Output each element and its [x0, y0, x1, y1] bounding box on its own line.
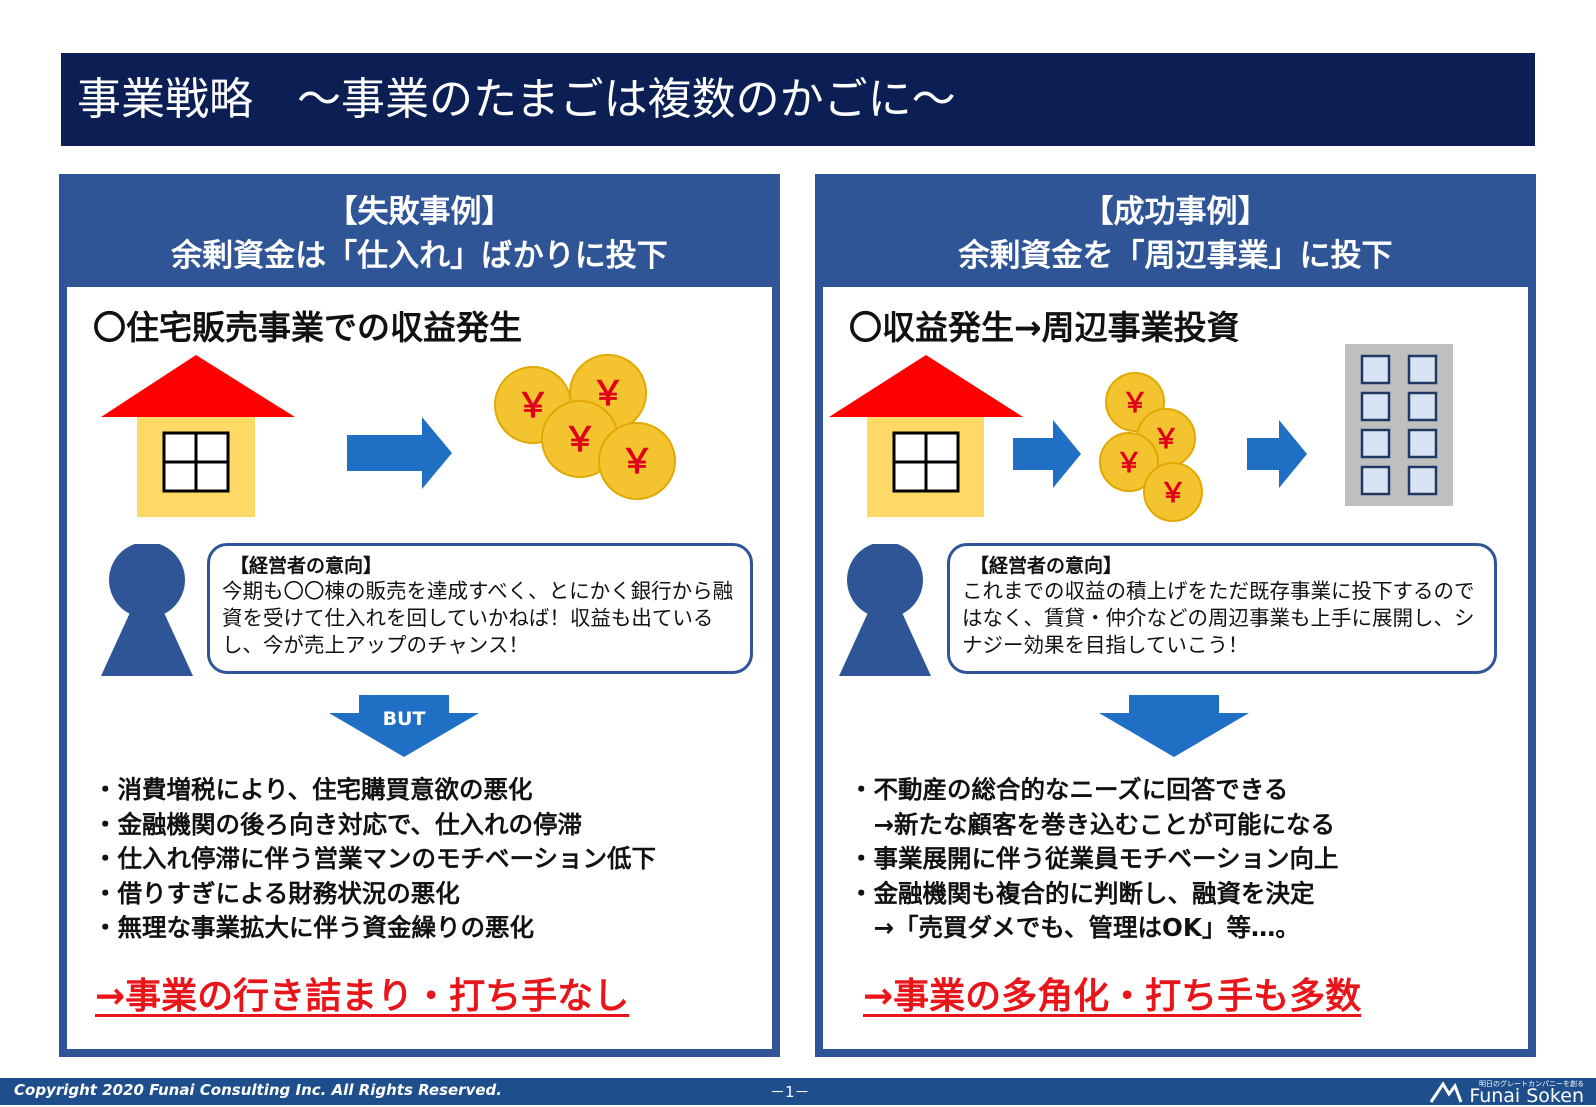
down-arrow-icon: BUT	[329, 695, 479, 757]
logo-name: Funai Soken	[1469, 1084, 1584, 1107]
failure-case-panel: 【失敗事例】 余剰資金は「仕入れ」ばかりに投下 〇住宅販売事業での収益発生 ￥ …	[59, 174, 780, 1057]
list-item: →「売買ダメでも、管理はOK」等…。	[849, 913, 1300, 942]
success-benefits-list: ・不動産の総合的なニーズに回答できる →新たな顧客を巻き込むことが可能になる ・…	[849, 773, 1339, 946]
coin-symbol: ￥	[516, 386, 550, 426]
success-section-title: 〇収益発生→周辺事業投資	[849, 308, 1240, 347]
success-case-headline: 余剰資金を「周辺事業」に投下	[958, 238, 1393, 274]
arrow-right-icon	[1013, 420, 1081, 488]
success-owner-intent-bubble: 【経営者の意向】 これまでの収益の積上げをただ既存事業に投下するのではなく、賃貸…	[947, 543, 1497, 674]
footer: Copyright 2020 Funai Consulting Inc. All…	[0, 1078, 1596, 1107]
person-icon	[839, 544, 931, 676]
coin-symbol: ￥	[591, 374, 625, 414]
but-label: BUT	[383, 708, 426, 730]
down-arrow-icon	[1099, 695, 1249, 757]
list-item: ・借りすぎによる財務状況の悪化	[93, 878, 460, 908]
failure-conclusion: →事業の行き詰まり・打ち手なし	[95, 976, 630, 1017]
list-item: →新たな顧客を巻き込むことが可能になる	[849, 809, 1336, 839]
owner-intent-text: これまでの収益の積上げをただ既存事業に投下するのではなく、賃貸・仲介などの周辺事…	[962, 579, 1475, 657]
building-icon	[1345, 344, 1453, 506]
success-case-header: 【成功事例】 余剰資金を「周辺事業」に投下	[815, 174, 1536, 286]
logo-tagline: 明日のグレートカンパニーを創る	[1479, 1080, 1584, 1088]
company-logo: 明日のグレートカンパニーを創る Funai Soken	[1429, 1078, 1584, 1107]
coin-symbol: ￥	[1116, 448, 1143, 479]
failure-case-label: 【失敗事例】	[326, 194, 513, 230]
success-case-body: 〇収益発生→周辺事業投資 ￥ ￥ ￥ ￥	[823, 287, 1528, 1049]
copyright-text: Copyright 2020 Funai Consulting Inc. All…	[14, 1081, 502, 1099]
yen-coins-icon	[1099, 372, 1203, 522]
failure-section-title: 〇住宅販売事業での収益発生	[93, 308, 522, 347]
list-item: ・事業展開に伴う従業員モチベーション向上	[849, 844, 1339, 873]
success-case-label: 【成功事例】	[1082, 194, 1269, 230]
house-icon	[101, 355, 295, 517]
list-item: ・無理な事業拡大に伴う資金繰りの悪化	[93, 913, 534, 942]
failure-illustration: ￥ ￥ ￥ ￥	[101, 354, 676, 517]
list-item: ・金融機関の後ろ向き対応で、仕入れの停滞	[93, 809, 583, 839]
person-icon	[101, 544, 193, 676]
success-illustration: ￥ ￥ ￥ ￥	[829, 344, 1453, 522]
success-case-panel: 【成功事例】 余剰資金を「周辺事業」に投下 〇収益発生→周辺事業投資 ￥ ￥	[815, 174, 1536, 1057]
coin-symbol: ￥	[1160, 478, 1187, 509]
owner-intent-title: 【経営者の意向】	[230, 555, 383, 577]
failure-case-body: 〇住宅販売事業での収益発生 ￥ ￥ ￥ ￥	[67, 287, 772, 1049]
coin-symbol: ￥	[1122, 388, 1149, 419]
arrow-right-icon	[347, 417, 452, 489]
coin-symbol: ￥	[1153, 424, 1180, 455]
list-item: ・金融機関も複合的に判断し、融資を決定	[849, 878, 1315, 908]
failure-case-header: 【失敗事例】 余剰資金は「仕入れ」ばかりに投下	[59, 174, 780, 286]
owner-intent-title: 【経営者の意向】	[970, 555, 1123, 577]
failure-owner-intent-bubble: 【経営者の意向】 今期も〇〇棟の販売を達成すべく、とにかく銀行から融資を受けて仕…	[207, 543, 753, 674]
arrow-right-icon	[1247, 420, 1307, 488]
page-number: －1－	[770, 1083, 810, 1101]
yen-coins-icon	[494, 354, 676, 500]
list-item: ・消費増税により、住宅購買意欲の悪化	[93, 775, 533, 804]
list-item: ・仕入れ停滞に伴う営業マンのモチベーション低下	[93, 844, 657, 873]
success-conclusion: →事業の多角化・打ち手も多数	[863, 976, 1362, 1017]
logo-mark-icon	[1430, 1080, 1463, 1103]
page-title: 事業戦略 ～事業のたまごは複数のかごに～	[61, 53, 1535, 146]
coin-symbol: ￥	[563, 420, 597, 460]
owner-intent-text: 今期も〇〇棟の販売を達成すべく、とにかく銀行から融資を受けて仕入れを回していかね…	[222, 579, 734, 657]
house-icon	[829, 355, 1023, 517]
failure-consequences-list: ・消費増税により、住宅購買意欲の悪化 ・金融機関の後ろ向き対応で、仕入れの停滞 …	[93, 773, 656, 946]
list-item: ・不動産の総合的なニーズに回答できる	[849, 775, 1289, 804]
failure-case-headline: 余剰資金は「仕入れ」ばかりに投下	[171, 238, 668, 274]
coin-symbol: ￥	[620, 442, 654, 482]
